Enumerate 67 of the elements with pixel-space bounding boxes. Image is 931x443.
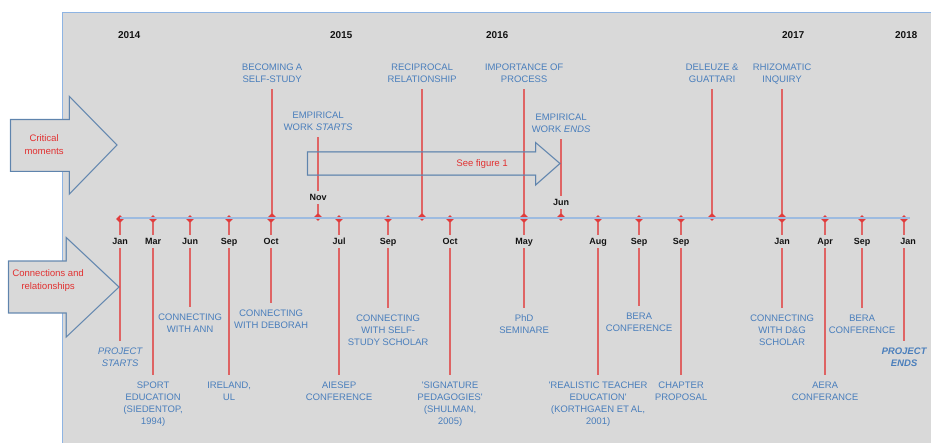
leader-line [335, 215, 343, 375]
leader-line [314, 137, 322, 221]
month-label: Oct [262, 235, 280, 248]
year-label: 2017 [782, 30, 804, 42]
leader-line [900, 215, 908, 341]
month-label: Jan [110, 235, 130, 248]
leader-line [186, 215, 194, 307]
year-label: 2016 [486, 30, 508, 42]
leader-line [677, 215, 685, 375]
event-label: CONNECTING WITH SELF-STUDY SCHOLAR [345, 313, 431, 349]
month-label: Jun [180, 235, 200, 248]
leader-line [116, 215, 124, 341]
event-label: BERA CONFERENCE [601, 311, 677, 335]
arrow-label: See figure 1 [455, 157, 509, 170]
month-label: Mar [143, 235, 163, 248]
event-label: AERA CONFERANCE [785, 380, 865, 404]
leader-line [418, 89, 426, 221]
event-label: IMPORTANCE OF PROCESS [484, 62, 564, 86]
event-label: PhD SEMINARE [494, 313, 554, 337]
block-arrow [307, 142, 561, 186]
month-label: Jan [898, 235, 918, 248]
month-label: Apr [815, 235, 835, 248]
leader-line [149, 215, 157, 375]
month-label: Oct [440, 235, 460, 248]
event-label: EMPIRICAL WORK ENDS [521, 112, 601, 136]
year-label: 2015 [330, 30, 352, 42]
event-label: CONNECTING WITH DEBORAH [228, 308, 314, 332]
leader-line [446, 215, 454, 375]
event-label: BERA CONFERENCE [824, 313, 900, 337]
leader-line [384, 215, 392, 308]
leader-line [594, 215, 602, 375]
month-label: Sep [218, 235, 240, 248]
month-label: Nov [308, 191, 328, 204]
month-label: Jul [330, 235, 348, 248]
event-label: PROJECT ENDS [879, 346, 929, 370]
leader-line [858, 215, 866, 308]
event-label: 'REALISTIC TEACHER EDUCATION' (KORTHGAEN ET AL, 2001) [542, 380, 654, 428]
month-label: Aug [587, 235, 609, 248]
event-label: CONNECTING WITH D&G SCHOLAR [744, 313, 820, 349]
event-label: 'SIGNATURE PEDAGOGIES' (SHULMAN, 2005) [411, 380, 489, 428]
event-label: CONNECTING WITH ANN [152, 312, 228, 336]
year-label: 2018 [895, 30, 918, 42]
event-label: PROJECT STARTS [90, 346, 150, 370]
event-label: SPORT EDUCATION (SIEDENTOP, 1994) [118, 380, 188, 428]
block-arrow [10, 96, 118, 195]
month-label: Jan [772, 235, 792, 248]
year-label: 2014 [118, 30, 140, 42]
arrow-label: Connections and relationships [11, 267, 85, 293]
month-label: Sep [378, 235, 398, 248]
month-label: Jun [551, 196, 571, 209]
leader-line [225, 215, 233, 375]
month-label: Sep [670, 235, 692, 248]
event-label: RECIPROCAL RELATIONSHIP [377, 62, 467, 86]
event-label: CHAPTER PROPOSAL [651, 380, 711, 404]
event-label: AIESEP CONFERENCE [299, 380, 379, 404]
arrow-label: Critical moments [23, 132, 65, 158]
event-label: BECOMING A SELF-STUDY [232, 62, 312, 86]
leader-line [821, 215, 829, 375]
month-label: Sep [852, 235, 872, 248]
event-label: IRELAND, UL [201, 380, 257, 404]
leader-line [708, 89, 716, 221]
event-label: EMPIRICAL WORK STARTS [278, 110, 358, 134]
timeline-axis [120, 217, 910, 219]
month-label: Sep [628, 235, 650, 248]
leader-line [557, 139, 565, 221]
month-label: May [513, 235, 535, 248]
leader-line [635, 215, 643, 306]
